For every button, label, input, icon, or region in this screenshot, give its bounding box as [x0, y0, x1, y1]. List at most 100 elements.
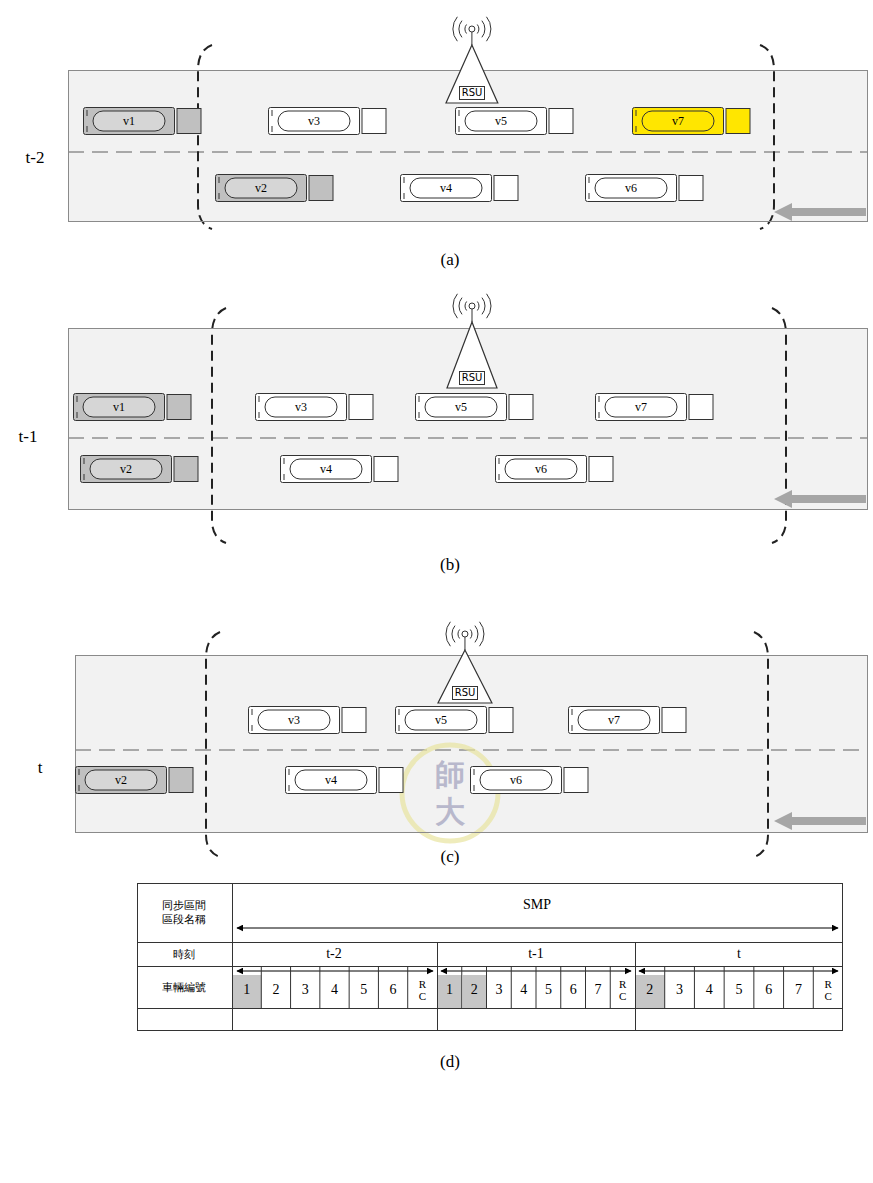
vehicle-light	[77, 412, 78, 418]
table-rule	[783, 966, 784, 1008]
vehicle-light	[589, 193, 590, 199]
radio-wave	[465, 25, 467, 34]
watermark-char: 大	[435, 792, 465, 833]
vehicle-body	[596, 394, 687, 421]
vehicle-light	[219, 193, 220, 199]
vehicle-number: 4	[331, 982, 338, 998]
vehicle-light	[79, 785, 80, 791]
leaving-cell	[463, 975, 487, 1008]
vehicle: v7	[568, 706, 688, 734]
vehicle-shape	[248, 706, 368, 734]
vehicle: v2	[80, 455, 200, 483]
vehicle-light	[272, 126, 273, 132]
vehicle-light	[589, 177, 590, 183]
table-rule	[319, 966, 320, 1008]
vehicle-body	[256, 394, 347, 421]
vehicle-label: v7	[595, 400, 687, 414]
vehicle-label: v3	[255, 400, 347, 414]
table-rule	[486, 966, 487, 1008]
vehicle-number: 6	[570, 982, 577, 998]
direction-arrow	[774, 812, 866, 830]
rsu-mast	[438, 650, 492, 703]
vehicle-number: 3	[676, 982, 683, 998]
table-rule	[349, 966, 350, 1008]
table-rule	[753, 966, 754, 1008]
table-rule	[407, 966, 408, 1008]
direction-arrow	[774, 203, 866, 221]
vehicle-body	[249, 707, 340, 734]
vehicle-light	[636, 126, 637, 132]
vehicle-hood	[489, 708, 513, 733]
vehicle: v3	[268, 107, 388, 135]
vehicle-shape	[400, 174, 520, 202]
vehicle-number: 1	[446, 982, 453, 998]
vehicle-light	[77, 396, 78, 402]
table-frame	[138, 884, 843, 1031]
radio-wave	[477, 302, 479, 311]
vehicle-body	[216, 175, 307, 202]
vehicle-light	[219, 177, 220, 183]
vehicle-shape	[568, 706, 688, 734]
vehicle-body	[84, 108, 175, 135]
vehicle-label: v1	[73, 400, 165, 414]
radio-wave	[480, 622, 484, 646]
vehicle-label: v2	[215, 181, 307, 195]
table-rule	[137, 966, 843, 967]
vehicle-number: 4	[706, 982, 713, 998]
vehicle: v1	[83, 107, 203, 135]
vehicle-light	[499, 458, 500, 464]
vehicle-light	[87, 126, 88, 132]
radio-wave	[487, 17, 491, 41]
table-rule	[378, 966, 379, 1008]
rsu-tower: RSU	[438, 650, 492, 703]
rsu-label: RSU	[459, 86, 486, 100]
vehicle-label: v4	[280, 462, 372, 476]
radio-wave	[482, 21, 485, 38]
radio-wave	[475, 626, 478, 643]
vehicle-label: v6	[495, 462, 587, 476]
vehicle: v7	[632, 107, 752, 135]
range-bracket	[198, 45, 212, 229]
antenna-dot	[469, 26, 475, 32]
vehicle-body	[456, 108, 547, 135]
vehicle-hood	[174, 457, 198, 482]
table-cell: t-2	[326, 946, 342, 962]
vehicle-label: v7	[568, 713, 660, 727]
radio-wave	[470, 630, 472, 639]
vehicle-light	[499, 474, 500, 480]
table-rule	[137, 1008, 843, 1009]
vehicle-hood	[342, 708, 366, 733]
vehicle-hood	[689, 395, 713, 420]
time-label: t	[38, 758, 43, 778]
vehicle: v4	[285, 766, 405, 794]
vehicle-light	[474, 769, 475, 775]
table-header: 車輛編號	[162, 980, 206, 995]
table-rule	[813, 966, 814, 1008]
table-cell: t	[737, 946, 741, 962]
vehicle-number: 5	[736, 982, 743, 998]
vehicle-shape	[83, 107, 203, 135]
vehicle-light	[459, 110, 460, 116]
vehicle-label: v5	[415, 400, 507, 414]
road-panel: tRSUv3v5v7v2v4v6	[75, 655, 868, 833]
antenna-dot	[462, 631, 468, 637]
vehicle-number: 4	[520, 982, 527, 998]
vehicle-light	[259, 396, 260, 402]
vehicle: v3	[248, 706, 368, 734]
vehicle-hood	[662, 708, 686, 733]
vehicle-light	[572, 725, 573, 731]
radio-wave	[459, 298, 462, 315]
vehicle-body	[81, 456, 172, 483]
vehicle-number: 5	[545, 982, 552, 998]
vehicle-number: 2	[646, 982, 653, 998]
vehicle-hood	[349, 395, 373, 420]
vehicle-body	[286, 767, 377, 794]
radio-wave	[459, 21, 462, 38]
rsu-label: RSU	[452, 686, 479, 700]
vehicle-hood	[726, 109, 750, 134]
radio-wave	[453, 294, 457, 318]
leaving-cell	[636, 975, 665, 1008]
table-rule	[511, 966, 512, 1008]
lane-marking	[68, 437, 868, 439]
lane-marking	[68, 151, 868, 153]
